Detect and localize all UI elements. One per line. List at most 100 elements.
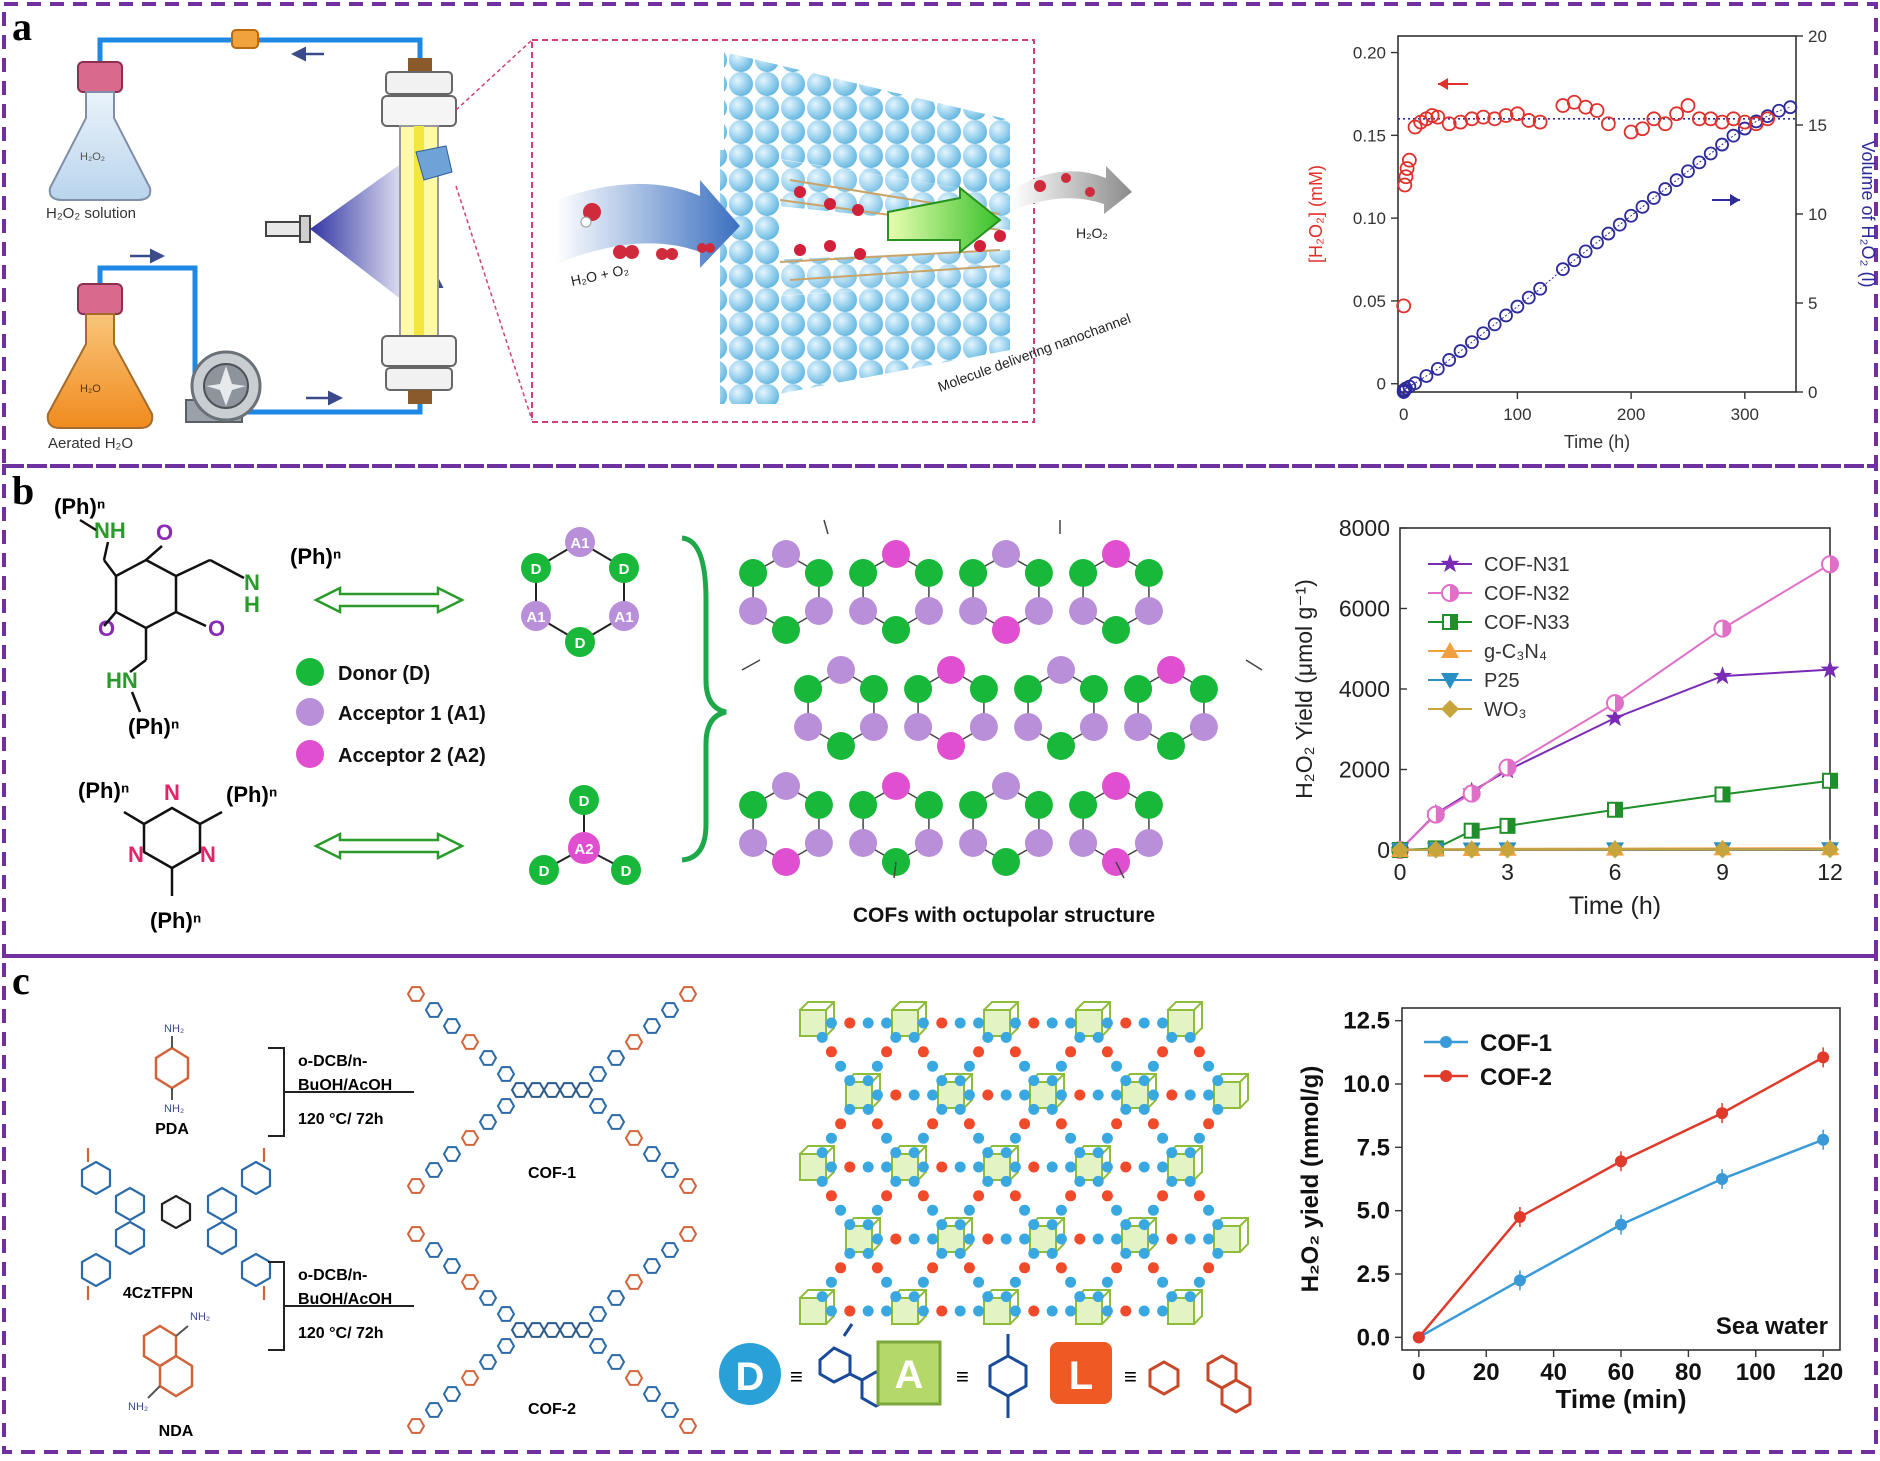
chart-a-ytick-left-label: 0.10 [1353,209,1386,228]
framework-linker-node [927,1060,939,1072]
svg-text:N: N [200,842,216,867]
chart-a-volume-point [1635,199,1650,214]
framework-linker-node [1120,1161,1132,1173]
chart-c-ytick-label: 10.0 [1343,1071,1390,1098]
framework-ring [406,986,426,1002]
framework-ring [642,1258,662,1274]
chart-a-volume-point [1646,191,1661,205]
lattice-node [1134,829,1163,857]
lattice-node [1069,597,1098,625]
framework-ring [624,1034,644,1050]
lattice-node [794,713,823,741]
framework-ring [478,1050,498,1066]
conditions-2-line1: o-DCB/n- [298,1267,367,1284]
framework-linker-node [1000,1147,1012,1159]
framework-ring [442,1018,462,1034]
left-axis-pointer-head [1438,78,1448,90]
lattice-node [914,829,943,857]
framework-linker-node [1055,1060,1067,1072]
framework-linker-node [1147,1262,1159,1274]
framework-ring [678,1226,698,1242]
framework-linker-node [1028,1161,1040,1173]
chart-b-marker [1830,773,1837,788]
framework-linker-node [936,1161,948,1173]
chart-c-legend-marker [1440,1036,1452,1048]
framework-linker-node [927,1118,939,1130]
lattice-node [914,597,943,625]
chart-c-xtick-label: 0 [1412,1359,1425,1386]
svg-text:L: L [1069,1354,1093,1398]
framework-linker-node [1028,1017,1040,1029]
donor-legend-label: Donor (D) [338,663,430,685]
lattice-node [937,656,965,684]
framework-linker-node [1166,1031,1178,1043]
lattice-node [739,791,768,819]
lattice-node [849,791,878,819]
framework-linker-node [908,1233,920,1245]
chart-b-ytick-label: 4000 [1339,676,1390,702]
framework-linker-node [862,1017,874,1029]
valve-icon [231,29,259,49]
svg-text:(Ph)ⁿ: (Ph)ⁿ [150,908,201,933]
acceptor1-legend-swatch [296,698,324,726]
lattice-node [827,732,855,760]
framework-linker-node [844,1017,856,1029]
framework-linker-node [1212,1219,1224,1231]
framework-linker-node [1166,1291,1178,1303]
framework-linker-node [1065,1305,1077,1317]
molecule-2-structure: (Ph)ⁿ (Ph)ⁿ (Ph)ⁿ N N N [78,778,277,933]
framework-linker-node [881,1017,893,1029]
framework-linker-node [1101,1132,1113,1144]
framework-linker-node [1120,1075,1132,1087]
framework-linker-node [1203,1204,1215,1216]
chart-c-point [1615,1218,1627,1231]
framework-linker-node [1074,1291,1086,1303]
lattice-node [1069,559,1098,587]
chart-a-concentration-point [1398,169,1414,185]
lattice-node [904,713,933,741]
framework-node-cube [1167,1009,1195,1037]
framework-ring [624,1130,644,1146]
framework-linker-node [1157,1161,1169,1173]
lattice-node [1157,656,1185,684]
panel-b-label: b [12,468,34,513]
svg-text:A1: A1 [570,535,589,552]
panel-c-label: c [12,958,30,1003]
chart-b-marker [1450,585,1458,601]
framework-ring [496,1098,516,1114]
chart-b-marker [1441,700,1459,718]
chart-b-marker [1722,620,1731,637]
chart-a-volume-point [1419,369,1434,383]
chart-a-volume-point [1590,235,1604,250]
lattice-node [849,559,878,587]
framework-linker-node [825,1161,837,1173]
framework-linker-node [1065,1132,1077,1144]
right-axis-pointer-head [1730,194,1740,206]
svg-text:(Ph)ⁿ: (Ph)ⁿ [54,494,105,519]
framework-linker-node [927,1089,939,1101]
chart-c-ytick-label: 7.5 [1357,1134,1390,1161]
lattice-node [849,597,878,625]
framework-linker-node [1009,1017,1021,1029]
pda-label: PDA [155,1121,189,1138]
chart-b-marker [1498,840,1517,859]
chart-b-marker [1435,806,1444,823]
lattice-node [859,713,888,741]
lattice-node [804,597,833,625]
framework-linker-node [963,1060,975,1072]
chart-a-concentration-point [1680,98,1696,113]
reactant-inflow-arrow: H₂O + O₂ [556,180,740,289]
chart-c-point [1615,1155,1627,1168]
framework-linker-node [890,1089,902,1101]
node-type-legend: Donor (D) Acceptor 1 (A1) Acceptor 2 (A2… [296,658,486,768]
lattice-node [904,675,933,703]
lattice-node [959,559,988,587]
chart-b-marker [1830,556,1838,573]
chart-c-xtick-label: 40 [1540,1359,1567,1386]
panel-c-border [2,954,1878,1454]
framework-linker-node [844,1305,856,1317]
framework-linker-node [1166,1089,1178,1101]
framework-linker-node [1101,1276,1113,1288]
chart-a-xtick-label: 0 [1399,405,1408,424]
framework-ring [642,1146,662,1162]
